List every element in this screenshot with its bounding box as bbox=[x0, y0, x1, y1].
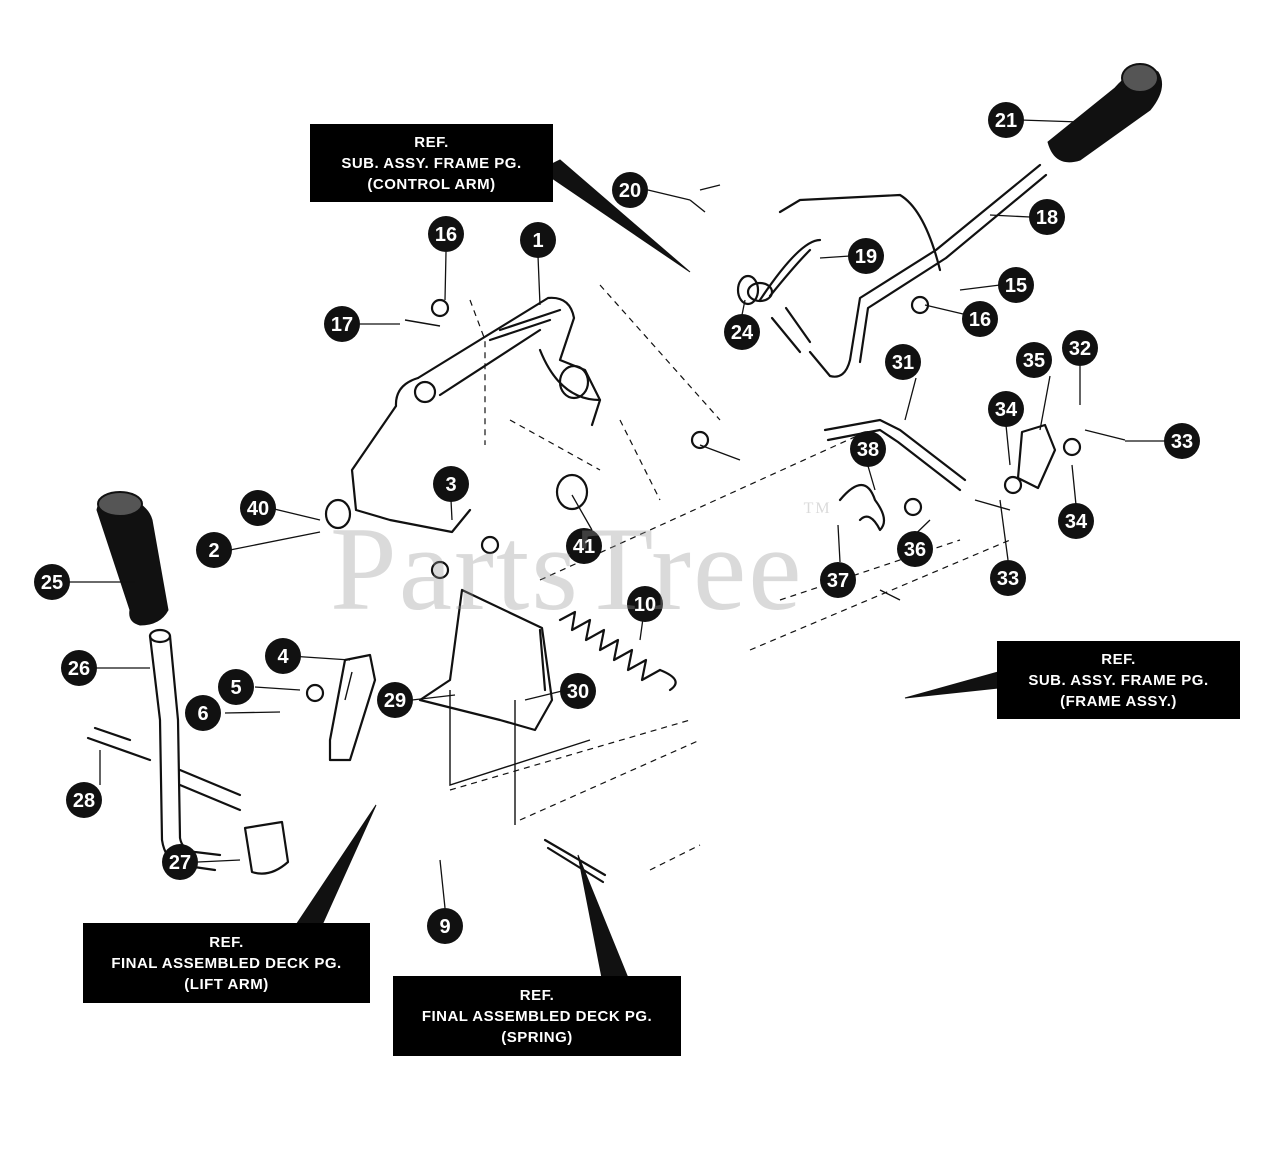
svg-text:16: 16 bbox=[969, 309, 991, 331]
svg-text:30: 30 bbox=[567, 681, 589, 703]
svg-text:18: 18 bbox=[1036, 207, 1058, 229]
svg-text:35: 35 bbox=[1023, 350, 1045, 372]
svg-text:41: 41 bbox=[573, 536, 595, 558]
callout-35: 35 bbox=[1016, 342, 1052, 378]
ref-pointer-lift-arm bbox=[295, 804, 377, 926]
callout-31: 31 bbox=[885, 344, 921, 380]
callout-38: 38 bbox=[850, 431, 886, 467]
lift-lever-26 bbox=[148, 634, 222, 872]
svg-text:32: 32 bbox=[1069, 338, 1091, 360]
callout-21: 21 bbox=[988, 102, 1024, 138]
svg-text:2: 2 bbox=[208, 540, 219, 562]
callout-34a: 34 bbox=[988, 391, 1024, 427]
lift-arm-bracket-1 bbox=[324, 296, 602, 534]
ref-pointer-control-arm bbox=[539, 159, 691, 273]
callout-40: 40 bbox=[240, 490, 276, 526]
grip-25-icon bbox=[96, 491, 169, 626]
svg-text:5: 5 bbox=[230, 677, 241, 699]
grip-21-icon bbox=[1047, 63, 1163, 163]
spring-bottom-icon bbox=[543, 838, 607, 884]
spring-38-icon bbox=[838, 483, 886, 532]
callout-41: 41 bbox=[566, 528, 602, 564]
callout-2: 2 bbox=[196, 532, 232, 568]
ref-box-spring: REF.FINAL ASSEMBLED DECK PG.(SPRING) bbox=[393, 976, 681, 1056]
callout-20: 20 bbox=[612, 172, 648, 208]
callout-17: 17 bbox=[324, 306, 360, 342]
plate-35 bbox=[1016, 423, 1057, 490]
svg-text:33: 33 bbox=[997, 568, 1019, 590]
shaft-pin bbox=[770, 306, 812, 354]
callout-27: 27 bbox=[162, 844, 198, 880]
control-rod-18 bbox=[808, 163, 1048, 378]
callout-30: 30 bbox=[560, 673, 596, 709]
callout-32: 32 bbox=[1062, 330, 1098, 366]
callout-19: 19 bbox=[848, 238, 884, 274]
svg-text:19: 19 bbox=[855, 246, 877, 268]
svg-text:25: 25 bbox=[41, 572, 63, 594]
bolt-28 bbox=[86, 726, 152, 762]
callout-16a: 16 bbox=[428, 216, 464, 252]
svg-text:31: 31 bbox=[892, 352, 914, 374]
callout-9: 9 bbox=[427, 908, 463, 944]
callout-16b: 16 bbox=[962, 301, 998, 337]
callout-26: 26 bbox=[61, 650, 97, 686]
ref-box-control-arm: REF.SUB. ASSY. FRAME PG.(CONTROL ARM) bbox=[310, 124, 553, 202]
callout-10: 10 bbox=[627, 586, 663, 622]
spring-10-icon bbox=[558, 610, 677, 692]
svg-text:15: 15 bbox=[1005, 275, 1027, 297]
svg-text:16: 16 bbox=[435, 224, 457, 246]
svg-text:26: 26 bbox=[68, 658, 90, 680]
callout-37: 37 bbox=[820, 562, 856, 598]
callout-29: 29 bbox=[377, 682, 413, 718]
ref-box-frame-assy: REF.SUB. ASSY. FRAME PG.(FRAME ASSY.) bbox=[997, 641, 1240, 719]
callout-3: 3 bbox=[433, 466, 469, 502]
callout-18: 18 bbox=[1029, 199, 1065, 235]
svg-text:28: 28 bbox=[73, 790, 95, 812]
ref-box-lift-arm: REF.FINAL ASSEMBLED DECK PG.(LIFT ARM) bbox=[83, 923, 370, 1003]
lever-31 bbox=[823, 418, 967, 492]
spring-19-icon bbox=[736, 238, 822, 306]
svg-text:9: 9 bbox=[439, 916, 450, 938]
svg-text:21: 21 bbox=[995, 110, 1017, 132]
bracket-29 bbox=[418, 588, 554, 732]
svg-text:37: 37 bbox=[827, 570, 849, 592]
svg-text:10: 10 bbox=[634, 594, 656, 616]
callout-34b: 34 bbox=[1058, 503, 1094, 539]
callout-15: 15 bbox=[998, 267, 1034, 303]
svg-text:27: 27 bbox=[169, 852, 191, 874]
callout-5: 5 bbox=[218, 669, 254, 705]
svg-text:20: 20 bbox=[619, 180, 641, 202]
svg-text:4: 4 bbox=[277, 646, 289, 668]
svg-text:6: 6 bbox=[197, 703, 208, 725]
svg-text:1: 1 bbox=[532, 230, 543, 252]
callout-1: 1 bbox=[520, 222, 556, 258]
svg-text:34: 34 bbox=[995, 399, 1018, 421]
svg-text:33: 33 bbox=[1171, 431, 1193, 453]
callout-25: 25 bbox=[34, 564, 70, 600]
callout-28: 28 bbox=[66, 782, 102, 818]
callout-24: 24 bbox=[724, 314, 760, 350]
link-plate-4 bbox=[328, 653, 377, 762]
svg-text:38: 38 bbox=[857, 439, 879, 461]
svg-text:40: 40 bbox=[247, 498, 269, 520]
svg-text:3: 3 bbox=[445, 474, 456, 496]
svg-text:36: 36 bbox=[904, 539, 926, 561]
callout-36: 36 bbox=[897, 531, 933, 567]
callout-33b: 33 bbox=[990, 560, 1026, 596]
callout-6: 6 bbox=[185, 695, 221, 731]
svg-text:29: 29 bbox=[384, 690, 406, 712]
callout-33a: 33 bbox=[1164, 423, 1200, 459]
ref-pointer-frame-assy bbox=[904, 671, 999, 699]
callout-4: 4 bbox=[265, 638, 301, 674]
svg-text:34: 34 bbox=[1065, 511, 1088, 533]
svg-text:24: 24 bbox=[731, 322, 754, 344]
svg-text:17: 17 bbox=[331, 314, 353, 336]
